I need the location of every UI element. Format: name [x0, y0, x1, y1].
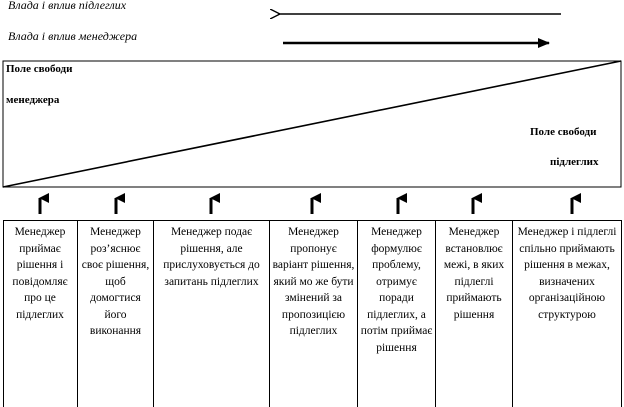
decision-style-column-3: Менеджер подає рішення, але прислуховуєт… — [154, 220, 270, 407]
decision-style-text: Менеджер і підлеглі спільно приймають рі… — [517, 226, 617, 321]
freedom-field-frame — [2, 60, 622, 188]
decision-styles-table — [3, 220, 622, 407]
decision-style-text: Менеджер роз’яснює своє рішення, щоб дом… — [81, 226, 150, 337]
column-arrows — [38, 193, 581, 214]
decision-style-column-7: Менеджер і підлеглі спільно приймають рі… — [513, 220, 622, 407]
decision-style-text: Менеджер подає рішення, але прислуховуєт… — [163, 226, 260, 288]
manager-freedom-label-line1: Поле свободи — [6, 63, 73, 75]
legend-subordinates-label: Влада і вплив підлеглих — [8, 0, 127, 12]
decision-style-text: Менеджер формулює проблему, отримує пора… — [360, 226, 433, 354]
decision-style-column-2: Менеджер роз’яснює своє рішення, щоб дом… — [78, 220, 154, 407]
decision-style-column-4: Менеджер пропонує варіант рішення, який … — [270, 220, 358, 407]
decision-style-text: Менеджер приймає рішення і повідомляє пр… — [12, 226, 68, 321]
freedom-diagonal — [2, 60, 622, 188]
decision-style-column-1: Менеджер приймає рішення і повідомляє пр… — [3, 220, 78, 407]
subordinates-freedom-label-line1: Поле свободи — [530, 126, 597, 138]
manager-freedom-label-line2: менеджера — [6, 94, 60, 106]
decision-style-text: Менеджер встановлює межі, в яких підлегл… — [443, 226, 505, 321]
subordinates-freedom-label-line2: підлеглих — [550, 156, 599, 168]
decision-style-column-5: Менеджер формулює проблему, отримує пора… — [358, 220, 436, 407]
decision-style-column-6: Менеджер встановлює межі, в яких підлегл… — [436, 220, 513, 407]
legend-manager-label: Влада і вплив менеджера — [8, 29, 138, 43]
decision-style-text: Менеджер пропонує варіант рішення, який … — [272, 226, 355, 337]
